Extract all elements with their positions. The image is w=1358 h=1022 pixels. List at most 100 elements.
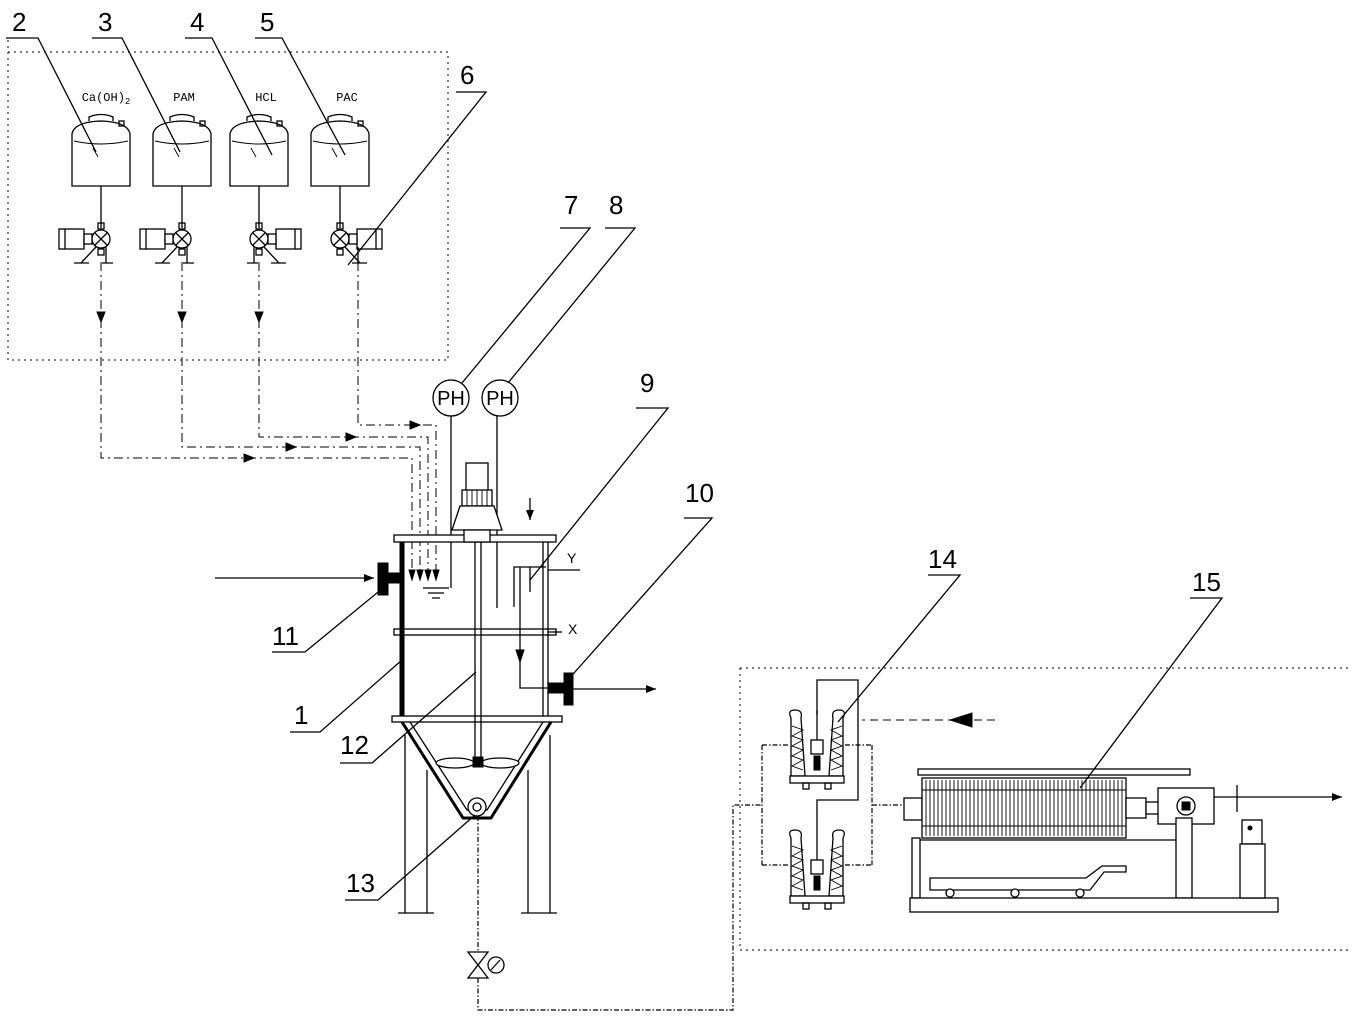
diaphragm-pump-1 bbox=[789, 709, 845, 790]
tank-lid bbox=[246, 113, 272, 121]
ph-meter-dial bbox=[481, 379, 519, 417]
pump-foot bbox=[802, 782, 810, 790]
outlet-flange bbox=[563, 672, 574, 706]
pump-outlet-stub bbox=[255, 248, 263, 256]
sludge-pipe bbox=[477, 804, 762, 1011]
callout-4: 4 bbox=[190, 7, 204, 37]
tank-body bbox=[152, 120, 212, 187]
gauge-needle bbox=[490, 959, 501, 971]
pump-base bbox=[789, 895, 845, 904]
leader-line-12 bbox=[340, 671, 477, 764]
pump-inlet-stub bbox=[97, 222, 105, 230]
leader-line-11 bbox=[272, 587, 384, 653]
tank-body bbox=[229, 120, 289, 187]
dosing-line-pam bbox=[181, 262, 421, 572]
flow-arrow-icon bbox=[408, 569, 416, 582]
tray-wheel bbox=[1010, 888, 1020, 898]
filter-press bbox=[903, 768, 1342, 913]
callout-13: 13 bbox=[346, 868, 375, 898]
pump-base bbox=[789, 775, 845, 784]
tray-wheel bbox=[1075, 888, 1085, 898]
pump-inlet-stub bbox=[336, 222, 344, 230]
agitator-gearbox bbox=[451, 505, 503, 531]
leader-line-15 bbox=[1079, 597, 1224, 789]
ph-meter-label: PH bbox=[437, 388, 465, 410]
pump-valve bbox=[813, 875, 821, 891]
pump-coupling bbox=[83, 233, 93, 245]
pump-outlet-stub bbox=[97, 248, 105, 256]
dosing-pump-1 bbox=[58, 222, 113, 264]
liquid-level bbox=[73, 140, 129, 158]
liquid-level bbox=[231, 140, 287, 158]
pump-coupling bbox=[164, 233, 174, 245]
leader-line-10 bbox=[565, 517, 714, 683]
flow-arrow-icon bbox=[416, 569, 424, 582]
liquid-surface-icon bbox=[423, 587, 449, 599]
flow-arrow-icon bbox=[424, 569, 432, 582]
flow-arrow-icon bbox=[285, 442, 298, 452]
callout-8: 8 bbox=[609, 190, 623, 220]
control-box bbox=[1239, 843, 1266, 899]
leader-line-14 bbox=[837, 574, 962, 723]
pump-center-block bbox=[810, 739, 824, 755]
liquid-level bbox=[312, 140, 368, 158]
pump-outlet-stub bbox=[336, 248, 344, 256]
reagent-tank-caoh2 bbox=[71, 113, 131, 228]
tank-lid bbox=[327, 113, 353, 121]
leader-line-6 bbox=[347, 91, 488, 266]
agitator-coupling bbox=[463, 529, 491, 543]
pump-motor bbox=[58, 228, 85, 250]
water-outlet bbox=[547, 672, 656, 706]
press-base bbox=[909, 897, 1279, 913]
pump-inlet-stub bbox=[255, 222, 263, 230]
press-frame-leg-left bbox=[911, 837, 921, 899]
callout-11: 11 bbox=[272, 621, 299, 651]
flow-arrow-icon bbox=[243, 453, 256, 463]
pump-air-frame bbox=[816, 679, 859, 820]
press-plates bbox=[922, 780, 1126, 836]
sludge-pump bbox=[467, 797, 487, 817]
dosing-pump-3 bbox=[247, 222, 302, 264]
level-mark-upper: Y bbox=[567, 550, 577, 566]
tank-right-leg bbox=[521, 735, 557, 914]
reaction-tank: Y X bbox=[391, 462, 580, 914]
callout-12: 12 bbox=[340, 730, 369, 760]
tank-body bbox=[310, 120, 370, 187]
flow-arrow-icon bbox=[432, 569, 440, 582]
tank-label-main: Ca(OH) bbox=[82, 91, 125, 105]
inlet-pipe bbox=[387, 572, 401, 584]
sludge-tray bbox=[929, 865, 1127, 891]
diaphragm-hatch bbox=[790, 725, 844, 771]
pump-motor bbox=[275, 228, 302, 250]
leader-line-3 bbox=[92, 37, 181, 153]
dewatering-area-boundary bbox=[739, 667, 1348, 951]
impeller-hub bbox=[472, 756, 484, 768]
pump-outlet-stub bbox=[178, 248, 186, 256]
flow-arrow-icon bbox=[345, 432, 358, 442]
tank-label-caoh2: Ca(OH)2 bbox=[82, 91, 131, 107]
press-top-rail bbox=[917, 768, 1191, 776]
impeller-blade bbox=[435, 757, 475, 769]
pump-foot bbox=[802, 902, 810, 910]
flow-arrow-icon bbox=[254, 311, 264, 324]
sludge-line bbox=[466, 804, 762, 1011]
leader-line-9 bbox=[529, 407, 670, 581]
control-indicator-icon bbox=[1247, 825, 1253, 831]
tank-vent bbox=[276, 120, 283, 127]
pump-symbol-x bbox=[333, 232, 347, 246]
diaphragm-pump-manifold bbox=[761, 679, 995, 866]
pump-coupling bbox=[267, 233, 277, 245]
leader-line-4 bbox=[185, 37, 273, 156]
callout-leaders bbox=[6, 37, 1224, 901]
leader-line-13 bbox=[345, 814, 476, 901]
pump-base bbox=[344, 246, 367, 264]
liquid-level bbox=[154, 140, 210, 158]
overflow-pipe bbox=[519, 567, 548, 689]
press-hydraulic-valve bbox=[1181, 801, 1191, 811]
flow-arrow-icon bbox=[177, 311, 187, 324]
level-mark-lower: X bbox=[568, 621, 578, 637]
callout-10: 10 bbox=[685, 478, 714, 508]
pump-symbol-x bbox=[252, 232, 266, 246]
pump-suction-manifold bbox=[761, 744, 790, 866]
